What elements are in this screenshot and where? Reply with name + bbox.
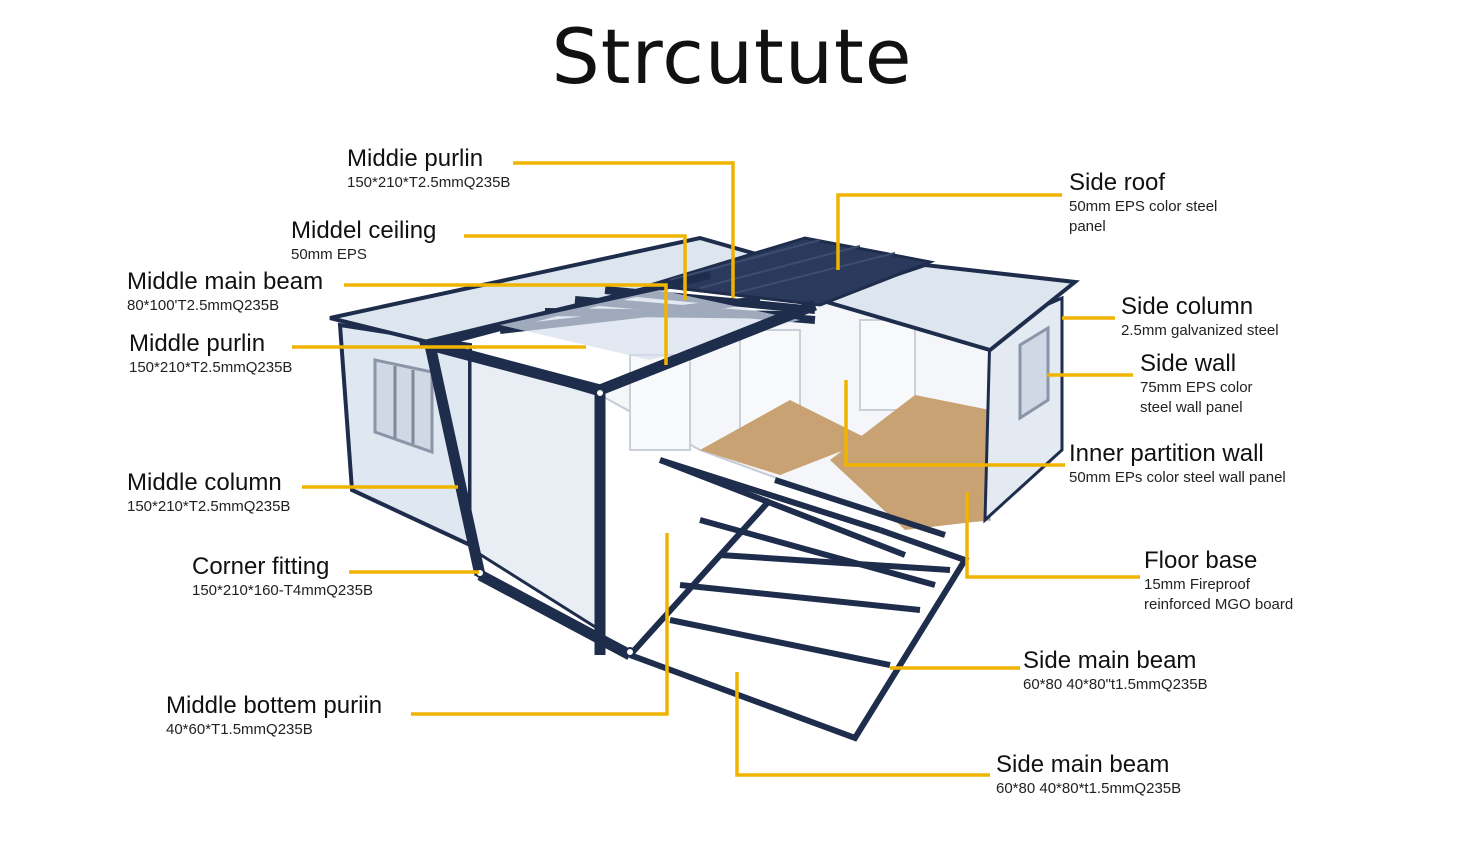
leader-middie-purlin	[513, 161, 735, 298]
label-side-wall: Side wall 75mm EPS color steel wall pane…	[1140, 351, 1253, 417]
leader-floor-base	[965, 492, 1140, 579]
house-drawing	[329, 235, 1081, 742]
window-icon	[373, 358, 434, 455]
label-name: Side roof	[1069, 169, 1166, 196]
label-floor-base: Floor base 15mm Fireproof reinforced MGO…	[1144, 548, 1293, 614]
label-middle-bottem-puriin: Middle bottem puriin 40*60*T1.5mmQ235B	[166, 693, 382, 740]
label-name: Middie purlin	[347, 145, 484, 172]
leader-lines	[292, 161, 1140, 777]
label-name: Side wall	[1140, 350, 1237, 377]
leader-side-roof	[836, 193, 1062, 270]
leader-middle-main-beam	[344, 283, 668, 365]
label-spec: 60*80 40*80*t1.5mmQ235B	[996, 780, 1182, 798]
label-spec: 150*210*T2.5mmQ235B	[347, 174, 511, 192]
label-spec: 60*80 40*80"t1.5mmQ235B	[1023, 676, 1208, 694]
label-name: Middle column	[127, 469, 282, 496]
label-name: Inner partition wall	[1069, 440, 1264, 467]
label-middle-purlin: Middle purlin 150*210*T2.5mmQ235B	[129, 331, 292, 378]
label-side-column: Side column 2.5mm galvanized steel	[1121, 294, 1279, 341]
label-spec: 40*60*T1.5mmQ235B	[166, 721, 313, 739]
label-side-main-beam-1: Side main beam 60*80 40*80"t1.5mmQ235B	[1023, 648, 1208, 695]
label-name: Middle bottem puriin	[166, 692, 383, 719]
floor-frame	[627, 457, 970, 742]
label-spec: 50mm EPS	[291, 246, 367, 264]
label-side-roof: Side roof 50mm EPS color steel panel	[1069, 170, 1217, 236]
leader-middel-ceiling	[464, 234, 687, 300]
label-spec: 150*210*T2.5mmQ235B	[127, 498, 291, 516]
leader-inner-partition-wall	[844, 380, 1065, 467]
label-spec: reinforced MGO board	[1144, 595, 1294, 613]
label-spec: 150*210*T2.5mmQ235B	[129, 359, 293, 377]
label-spec: 75mm EPS color	[1140, 379, 1253, 397]
label-spec: 80*100'T2.5mmQ235B	[127, 297, 280, 315]
page-title: Strcutute	[551, 12, 913, 101]
label-name: Middle main beam	[127, 268, 324, 295]
label-spec: steel wall panel	[1140, 398, 1243, 416]
label-spec: 2.5mm galvanized steel	[1121, 322, 1279, 340]
label-spec: 150*210*160-T4mmQ235B	[192, 582, 373, 600]
label-side-main-beam-2: Side main beam 60*80 40*80*t1.5mmQ235B	[996, 752, 1181, 799]
label-middie-purlin: Middie purlin 150*210*T2.5mmQ235B	[347, 146, 510, 193]
label-spec: 50mm EPS color steel	[1069, 198, 1218, 216]
leader-middle-bottem-puriin	[411, 533, 669, 716]
label-name: Side column	[1121, 293, 1254, 320]
label-corner-fitting: Corner fitting 150*210*160-T4mmQ235B	[192, 554, 373, 601]
label-name: Floor base	[1144, 547, 1258, 574]
label-inner-partition-wall: Inner partition wall 50mm EPs color stee…	[1069, 441, 1286, 488]
label-spec: 50mm EPs color steel wall panel	[1069, 469, 1286, 487]
middle-roof	[649, 236, 936, 307]
label-name: Middle purlin	[129, 330, 266, 357]
label-spec: panel	[1069, 217, 1106, 235]
label-name: Corner fitting	[192, 553, 330, 580]
label-spec: 15mm Fireproof	[1144, 576, 1250, 594]
label-middel-ceiling: Middel ceiling 50mm EPS	[291, 218, 436, 265]
floor-wood-left	[700, 400, 870, 475]
label-middle-main-beam: Middle main beam 80*100'T2.5mmQ235B	[127, 269, 323, 316]
label-name: Middel ceiling	[291, 217, 437, 244]
window-icon	[1018, 325, 1050, 421]
label-name: Side main beam	[996, 751, 1170, 778]
middle-ceiling	[500, 290, 800, 360]
floor-wood-right	[830, 395, 990, 530]
label-name: Side main beam	[1023, 647, 1197, 674]
label-middle-column: Middle column 150*210*T2.5mmQ235B	[127, 470, 290, 517]
leader-side-main-beam-2	[735, 672, 990, 777]
